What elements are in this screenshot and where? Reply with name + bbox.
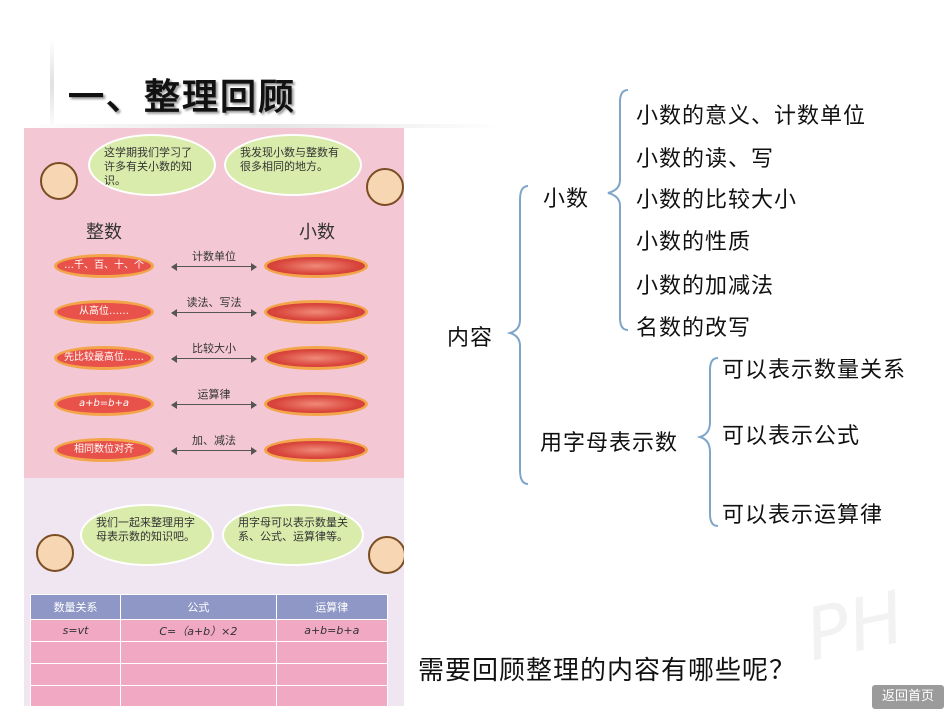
speech-bubble: 我们一起来整理用字母表示数的知识吧。 (80, 504, 214, 566)
diagram-root-label: 内容 (447, 326, 494, 351)
lantern-left: 先比较最高位…… (54, 346, 154, 370)
table-header-row: 数量关系 公式 运算律 (29, 594, 389, 620)
table-row: s=vt C=（a+b）×2 a+b=b+a (29, 619, 389, 642)
lantern-right (264, 392, 368, 416)
title-underline (25, 124, 505, 128)
diagram-branch-decimal: 小数 (543, 187, 590, 212)
double-arrow-icon (171, 401, 257, 409)
table-header: 数量关系 (29, 594, 122, 620)
table-cell: a+b=b+a (275, 619, 389, 642)
row-label: 运算律 (197, 388, 231, 401)
diagram-leaf: 名数的改写 (636, 316, 752, 341)
table-header: 公式 (120, 594, 277, 620)
brace-decimal (607, 89, 629, 331)
speech-bubble: 这学期我们学习了许多有关小数的知识。 (88, 134, 216, 196)
question-text: 需要回顾整理的内容有哪些呢？ (418, 656, 797, 686)
row-label: 计数单位 (192, 250, 236, 263)
brace-root (506, 185, 529, 485)
speech-bubble: 用字母可以表示数量关系、公式、运算律等。 (222, 504, 364, 566)
lantern-left: a+b=b+a (54, 392, 154, 416)
summary-table: 数量关系 公式 运算律 s=vt C=（a+b）×2 a+b=b+a (29, 594, 389, 706)
row-label: 比较大小 (192, 342, 236, 355)
row-label: 读法、写法 (186, 296, 242, 309)
double-arrow-icon (171, 355, 257, 363)
title-decor-line (50, 40, 54, 130)
boy-avatar (366, 168, 404, 206)
lantern-left: 从高位…… (54, 300, 154, 324)
girl-avatar (40, 162, 78, 200)
column-header-integer: 整数 (86, 222, 122, 243)
brace-letters (696, 357, 719, 527)
boy-avatar (368, 536, 404, 574)
page-title: 一、整理回顾 (68, 77, 297, 118)
diagram-leaf: 小数的性质 (636, 230, 752, 255)
double-arrow-icon (171, 263, 257, 271)
diagram-leaf: 可以表示数量关系 (722, 358, 907, 383)
diagram-leaf: 可以表示公式 (722, 424, 861, 449)
speech-bubble: 我发现小数与整数有很多相同的地方。 (224, 134, 362, 196)
diagram-leaf: 可以表示运算律 (722, 503, 884, 528)
lantern-left: 相同数位对齐 (54, 438, 154, 462)
lantern-right (264, 438, 368, 462)
lantern-right (264, 254, 368, 278)
table-row (29, 663, 389, 686)
diagram-leaf: 小数的加减法 (636, 274, 775, 299)
table-row (29, 685, 389, 706)
double-arrow-icon (171, 447, 257, 455)
lantern-right (264, 346, 368, 370)
girl-avatar (36, 534, 74, 572)
back-to-home-button[interactable]: 返回首页 (872, 685, 944, 709)
column-header-decimal: 小数 (299, 222, 335, 243)
lantern-left: …千、百、十、个 (54, 254, 154, 278)
diagram-branch-letters: 用字母表示数 (540, 431, 679, 456)
double-arrow-icon (171, 309, 257, 317)
textbook-illustration: 这学期我们学习了许多有关小数的知识。 我发现小数与整数有很多相同的地方。 整数 … (24, 128, 404, 706)
lantern-right (264, 300, 368, 324)
row-label: 加、减法 (192, 434, 236, 447)
diagram-leaf: 小数的读、写 (636, 147, 775, 172)
table-cell: s=vt (29, 619, 122, 642)
diagram-leaf: 小数的比较大小 (636, 188, 798, 213)
diagram-leaf: 小数的意义、计数单位 (636, 104, 867, 129)
table-header: 运算律 (275, 594, 389, 620)
